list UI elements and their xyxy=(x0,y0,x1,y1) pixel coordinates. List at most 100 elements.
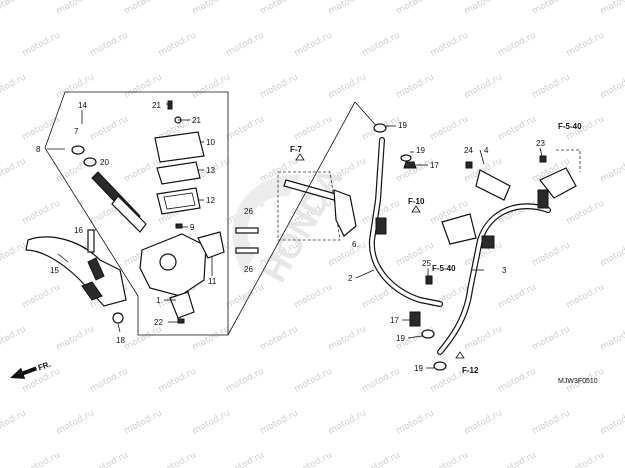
watermark-text: motod.ru xyxy=(327,240,368,268)
callout-26b: 26 xyxy=(244,265,253,274)
callout-15: 15 xyxy=(50,266,59,275)
bolt-6 xyxy=(283,179,337,201)
watermark-text: motod.ru xyxy=(429,30,470,58)
diaphragm-inner xyxy=(163,192,196,210)
watermark-text: motod.ru xyxy=(157,30,198,58)
callout-18: 18 xyxy=(116,336,125,345)
watermark-text: motod.ru xyxy=(497,282,538,310)
washer-19c xyxy=(421,329,435,339)
callout-25: 25 xyxy=(422,259,431,268)
watermark-text: motod.ru xyxy=(123,0,164,17)
watermark-text: motod.ru xyxy=(395,0,436,17)
watermark-text: motod.ru xyxy=(21,282,62,310)
hose-end-top xyxy=(539,167,577,199)
watermark-text: motod.ru xyxy=(599,0,625,17)
watermark-text: motod.ru xyxy=(0,324,28,352)
callout-12: 12 xyxy=(206,196,215,205)
front-arrow: FR. xyxy=(10,360,52,379)
f7-frame xyxy=(277,171,341,241)
watermark-text: motod.ru xyxy=(191,0,232,17)
watermark-text: motod.ru xyxy=(259,0,300,17)
callout-21b: 21 xyxy=(192,116,201,125)
brake-hose-3-inner xyxy=(438,204,550,354)
watermark-text: motod.ru xyxy=(55,0,96,17)
callout-3: 3 xyxy=(502,266,507,275)
watermark-text: motod.ru xyxy=(463,0,504,17)
watermark-text: motod.ru xyxy=(327,324,368,352)
watermark-text: motod.ru xyxy=(0,408,28,436)
watermark-text: motod.ru xyxy=(259,324,300,352)
lever-adjuster xyxy=(81,281,103,301)
watermark-text: motod.ru xyxy=(361,450,402,468)
holder-11 xyxy=(197,231,225,259)
watermark-text: motod.ru xyxy=(259,408,300,436)
washer-19d xyxy=(433,361,447,371)
watermark-text: motod.ru xyxy=(599,240,625,268)
f12-arrow xyxy=(455,351,465,359)
master-cylinder-group xyxy=(25,91,229,336)
callout-4: 4 xyxy=(484,146,489,155)
watermark-text: motod.ru xyxy=(531,72,572,100)
watermark-text: motod.ru xyxy=(225,366,266,394)
callout-6: 6 xyxy=(352,240,357,249)
watermark-text: motod.ru xyxy=(157,366,198,394)
watermark-text: motod.ru xyxy=(89,30,130,58)
watermark-text: motod.ru xyxy=(55,408,96,436)
watermark-text: motod.ru xyxy=(565,450,606,468)
watermark-text: motod.ru xyxy=(225,114,266,142)
plate xyxy=(156,161,201,185)
leaders xyxy=(57,103,543,369)
watermark-text: motod.ru xyxy=(89,450,130,468)
diagram-code: MJW3F0510 xyxy=(558,378,598,385)
f7-arrow xyxy=(295,153,305,161)
ref-f540a: F-5-40 xyxy=(558,122,582,131)
callout-11: 11 xyxy=(208,277,217,286)
f540-frame xyxy=(556,149,581,172)
bolt-16 xyxy=(87,229,95,253)
bolt-17a xyxy=(403,161,417,169)
callout-19c: 19 xyxy=(396,334,405,343)
watermark-text: motod.ru xyxy=(21,30,62,58)
callout-labels: 21 21 10 13 12 9 11 1 22 14 7 20 8 16 15… xyxy=(36,101,545,373)
hose-fitting-3 xyxy=(481,235,495,249)
bolt-23 xyxy=(539,155,547,163)
bolt-26a xyxy=(235,227,259,234)
watermark-text: motod.ru xyxy=(0,156,28,184)
watermark-text: motod.ru xyxy=(565,30,606,58)
ref-f12: F-12 xyxy=(462,366,479,375)
callout-20: 20 xyxy=(100,158,109,167)
hose-group xyxy=(227,101,581,371)
diaphragm xyxy=(156,187,201,215)
watermark-text: motod.ru xyxy=(395,408,436,436)
watermark-text: motod.ru xyxy=(599,324,625,352)
watermark-text: motod.ru xyxy=(463,408,504,436)
screw-22 xyxy=(177,318,185,324)
nut-18 xyxy=(112,312,124,324)
watermark-text: motod.ru xyxy=(497,450,538,468)
cylinder-port xyxy=(159,253,177,271)
watermark-text: motod.ru xyxy=(55,324,96,352)
watermark-text: motod.ru xyxy=(191,408,232,436)
watermark-text: motod.ru xyxy=(191,72,232,100)
watermark-text: motod.ru xyxy=(429,450,470,468)
callout-14: 14 xyxy=(78,101,87,110)
watermark-text: motod.ru xyxy=(361,366,402,394)
callout-1: 1 xyxy=(156,296,161,305)
ref-f7: F-7 xyxy=(290,145,303,154)
watermark-text: motod.ru xyxy=(21,450,62,468)
hose-fitting-2 xyxy=(375,217,387,235)
watermark-text: motod.ru xyxy=(565,198,606,226)
screw-21b xyxy=(167,100,173,110)
watermark-text: motod.ru xyxy=(599,408,625,436)
callout-21a: 21 xyxy=(152,101,161,110)
bolt-17b xyxy=(409,311,421,327)
watermark-text: motod.ru xyxy=(293,366,334,394)
spring xyxy=(111,195,147,233)
callout-19b: 19 xyxy=(416,146,425,155)
watermark-text: motod.ru xyxy=(327,408,368,436)
ring-20 xyxy=(83,157,97,167)
watermark-text: motod.ru xyxy=(21,198,62,226)
watermark-text: motod.ru xyxy=(599,156,625,184)
